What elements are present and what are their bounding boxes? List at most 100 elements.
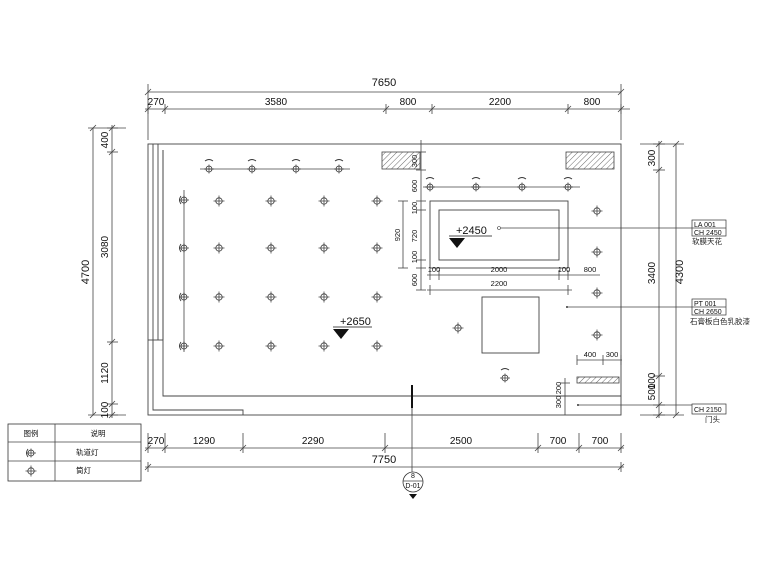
top-dimension-chain: 7650 270 3580 800 2200 800 — [144, 77, 630, 140]
dim-top-seg-3: 800 — [400, 97, 417, 108]
dim-inner-720: 720 — [410, 230, 419, 243]
dim-inner-bottom-800: 800 — [584, 265, 597, 274]
tag-la001-height: CH 2450 — [694, 230, 722, 237]
tag-pt001-code: PT 001 — [694, 301, 717, 308]
level-recess-label: +2450 — [456, 225, 487, 237]
downlight-icon — [318, 340, 330, 352]
dim-left-seg-1: 400 — [100, 131, 111, 148]
downlight-icon — [452, 322, 464, 334]
section-sheet: D-01 — [405, 483, 420, 490]
dim-inner-bottom-100-right: 100 — [558, 265, 571, 274]
downlight-icon — [265, 242, 277, 254]
downlight-icon — [591, 246, 603, 258]
dim-bottom-total: 7750 — [372, 454, 396, 466]
tag-la001-code: LA 001 — [694, 222, 716, 229]
tag-pt001-note: 石膏板白色乳胶漆 — [690, 316, 750, 326]
column-block-right — [565, 151, 615, 170]
dim-inner-100-top: 100 — [410, 202, 419, 215]
section-number: 8 — [411, 473, 415, 480]
track-light-icon — [499, 368, 511, 383]
tag-door-height: CH 2150 — [694, 407, 722, 414]
dim-bottom-seg-1: 270 — [148, 436, 165, 447]
dim-inner-100-bottom: 100 — [410, 251, 419, 264]
dim-right-total: 4300 — [674, 260, 686, 284]
dim-lower-300: 300 — [606, 350, 619, 359]
dim-right-seg-3: 500 — [647, 383, 658, 400]
dim-right-seg-4: 100 — [647, 372, 658, 389]
dim-inner-bottom-2000: 2000 — [491, 265, 508, 274]
dim-inner-920: 920 — [393, 229, 402, 242]
beam-block — [576, 376, 620, 384]
tag-pt001-height: CH 2650 — [694, 309, 722, 316]
level-main-label: +2650 — [340, 316, 371, 328]
inner-vertical-dims: 300 600 100 720 100 600 920 — [393, 140, 426, 291]
dim-lower-400: 400 — [584, 350, 597, 359]
dim-inner-300: 300 — [410, 155, 419, 168]
dim-left-seg-4: 100 — [100, 401, 111, 418]
tag-la001-note: 软膜天花 — [692, 236, 722, 246]
dim-top-seg-5: 800 — [584, 97, 601, 108]
inner-horizontal-dims: 100 2000 100 800 2200 — [427, 265, 600, 295]
dim-left-seg-3: 1120 — [100, 362, 111, 384]
downlight-icon — [265, 195, 277, 207]
recessed-ceiling — [429, 200, 569, 354]
dim-top-seg-2: 3580 — [265, 97, 288, 108]
dim-top-seg-4: 2200 — [489, 97, 512, 108]
dim-right-seg-1: 300 — [647, 149, 658, 166]
track-light-icon — [290, 159, 302, 174]
downlight-icon — [371, 291, 383, 303]
lower-right-dims: 400 300 300 200 — [554, 350, 622, 415]
downlight-icon — [213, 242, 225, 254]
downlight-grid — [213, 195, 603, 352]
tag-door-head: CH 2150 门头 — [577, 403, 727, 424]
track-light-icon — [203, 159, 215, 174]
track-light-icon — [333, 159, 345, 174]
track-light-icon — [246, 159, 258, 174]
dim-bottom-seg-4: 2500 — [450, 436, 473, 447]
dim-right-seg-2: 3400 — [647, 261, 658, 284]
tag-door-note: 门头 — [705, 414, 720, 424]
track-light-icon — [562, 177, 574, 192]
downlight-icon — [213, 340, 225, 352]
track-light-icon — [470, 177, 482, 192]
track-light-icon — [178, 243, 190, 253]
right-dimension-chain: 4300 300 3400 500 100 — [640, 140, 686, 419]
downlight-icon — [318, 291, 330, 303]
downlight-icon — [265, 340, 277, 352]
downlight-icon — [591, 205, 603, 217]
dim-top-seg-1: 270 — [148, 97, 165, 108]
tag-la001: LA 001 CH 2450 软膜天花 — [497, 219, 727, 246]
legend-table: 图例 说明 轨道灯 筒灯 — [7, 423, 142, 482]
dim-left-total: 4700 — [80, 260, 92, 284]
track-light-icon — [178, 195, 190, 205]
room-walls — [147, 143, 622, 416]
tag-pt001: PT 001 CH 2650 石膏板白色乳胶漆 — [566, 298, 750, 326]
level-marker-recess: +2450 — [449, 225, 492, 248]
dim-lower-vert-300: 300 — [554, 396, 563, 409]
track-light-icon — [424, 177, 436, 192]
track-light-icon — [178, 341, 190, 351]
downlight-icon — [591, 329, 603, 341]
track-lights — [178, 159, 580, 383]
legend-row-1-label: 轨道灯 — [76, 447, 99, 457]
column-block-left — [381, 151, 421, 170]
section-marker: 8 D-01 — [402, 415, 424, 499]
dim-inner-600-top: 600 — [410, 180, 419, 193]
dim-inner-bottom-100-left: 100 — [428, 265, 441, 274]
left-dimension-chain: 4700 400 3080 1120 100 — [80, 124, 126, 418]
legend-header-desc: 说明 — [91, 428, 106, 438]
downlight-icon — [265, 291, 277, 303]
dim-top-total: 7650 — [372, 77, 396, 89]
dim-bottom-seg-3: 2290 — [302, 436, 325, 447]
dim-lower-vert-200: 200 — [554, 382, 563, 395]
downlight-icon — [318, 242, 330, 254]
downlight-icon — [371, 195, 383, 207]
legend-header-symbol: 图例 — [24, 428, 39, 438]
bottom-dimension-chain: 270 1290 2290 2500 700 700 7750 — [144, 433, 625, 472]
dim-inner-2200: 2200 — [491, 279, 508, 288]
track-light-icon — [178, 292, 190, 302]
downlight-icon — [591, 287, 603, 299]
dim-bottom-seg-5: 700 — [550, 436, 567, 447]
level-triangle-icon — [449, 238, 465, 248]
